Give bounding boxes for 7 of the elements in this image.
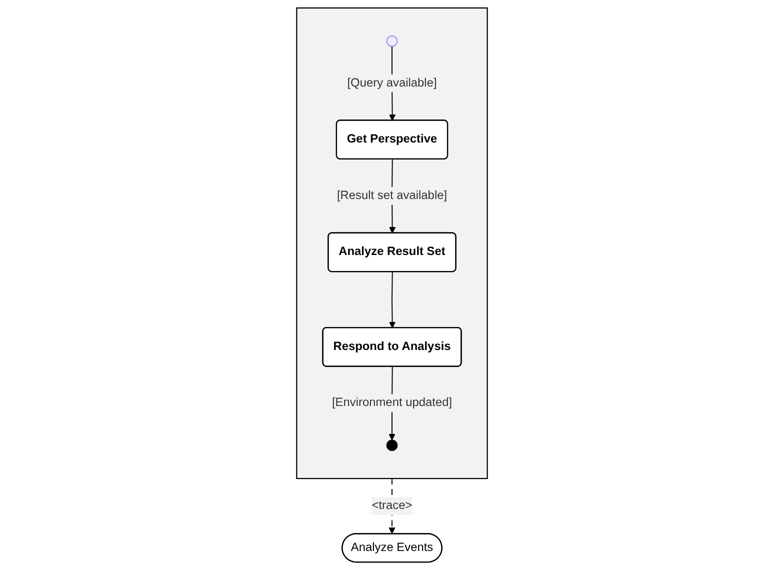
- cluster: [296, 7, 488, 480]
- arrow: [389, 271, 396, 328]
- edge-label: [Query available]: [347, 76, 437, 90]
- node-circle: [386, 36, 398, 47]
- edge-label: [Environment updated]: [332, 396, 452, 410]
- edge-label: [Result set available]: [336, 189, 448, 202]
- edge-label: <trace>: [372, 499, 412, 512]
